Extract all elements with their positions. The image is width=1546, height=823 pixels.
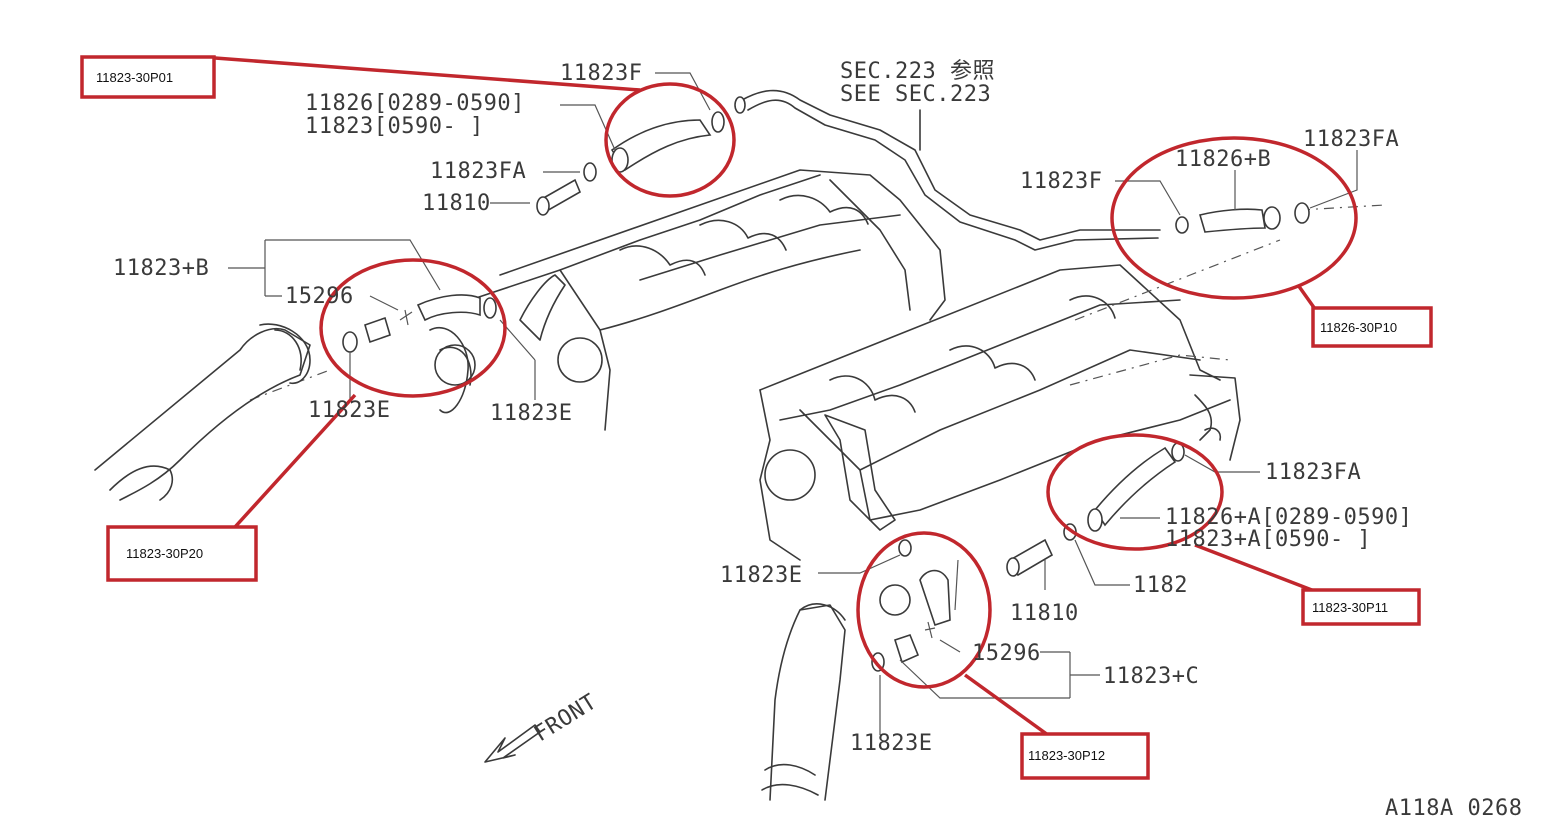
- callout-30p01: 11823-30P01: [96, 70, 173, 85]
- part-label-11823e-left: 11823E: [308, 398, 390, 423]
- highlight-circle-left: [319, 258, 507, 398]
- engine-drawing: [94, 89, 1386, 801]
- callout-box-30p10: [1311, 306, 1433, 348]
- leader-lines: [228, 72, 1358, 735]
- highlight-circle-lower: [856, 531, 992, 689]
- part-label-1182-lower: 1182: [1133, 573, 1188, 598]
- callout-box-30p20: [106, 525, 258, 582]
- part-labels: 11823F 11826[0289-0590] 11823[0590- ] 11…: [113, 59, 1522, 821]
- part-label-11810-lower: 11810: [1010, 601, 1079, 626]
- callout-30p11: 11823-30P11: [1312, 600, 1388, 615]
- front-direction-label: FRONT: [530, 689, 602, 747]
- part-label-11826-top: 11826[0289-0590]: [305, 91, 525, 116]
- red-highlights: [80, 55, 1433, 780]
- highlight-circle-top: [604, 82, 736, 198]
- callout-30p12: 11823-30P12: [1028, 748, 1105, 763]
- part-label-11823c: 11823+C: [1103, 664, 1199, 689]
- callout-box-30p11: [1301, 588, 1421, 626]
- callout-box-30p12: [1020, 732, 1150, 780]
- sec223-note-jp: SEC.223 参照: [840, 59, 995, 84]
- part-label-11826a: 11826+A[0289-0590]: [1165, 505, 1412, 530]
- part-label-11823f-right: 11823F: [1020, 169, 1102, 194]
- part-label-15296-lower: 15296: [972, 641, 1041, 666]
- part-label-11823fa-right: 11823FA: [1303, 127, 1399, 152]
- callout-30p20: 11823-30P20: [126, 546, 203, 561]
- part-label-11810-top: 11810: [422, 191, 491, 216]
- callout-labels: 11823-30P01 11826-30P10 11823-30P20 1182…: [96, 70, 1397, 763]
- part-label-15296-left: 15296: [285, 284, 354, 309]
- part-label-11823f-top: 11823F: [560, 61, 642, 86]
- part-label-11826b: 11826+B: [1175, 147, 1271, 172]
- callout-box-30p01: [80, 55, 216, 99]
- part-label-11823a: 11823+A[0590- ]: [1165, 527, 1371, 552]
- part-label-11823e-lower-left: 11823E: [720, 563, 802, 588]
- part-label-11823fa-top: 11823FA: [430, 159, 526, 184]
- part-label-11823e-mid: 11823E: [490, 401, 572, 426]
- part-label-11823-top: 11823[0590- ]: [305, 114, 484, 139]
- diagram-reference-code: A118A 0268: [1385, 796, 1522, 821]
- highlight-circle-lower-right: [1046, 433, 1224, 551]
- callout-30p10: 11826-30P10: [1320, 320, 1397, 335]
- highlight-circle-right: [1110, 136, 1358, 300]
- sec223-note-en: SEE SEC.223: [840, 82, 991, 107]
- part-label-11823b: 11823+B: [113, 256, 209, 281]
- part-label-11823e-bottom: 11823E: [850, 731, 932, 756]
- part-label-11823fa-lower: 11823FA: [1265, 460, 1361, 485]
